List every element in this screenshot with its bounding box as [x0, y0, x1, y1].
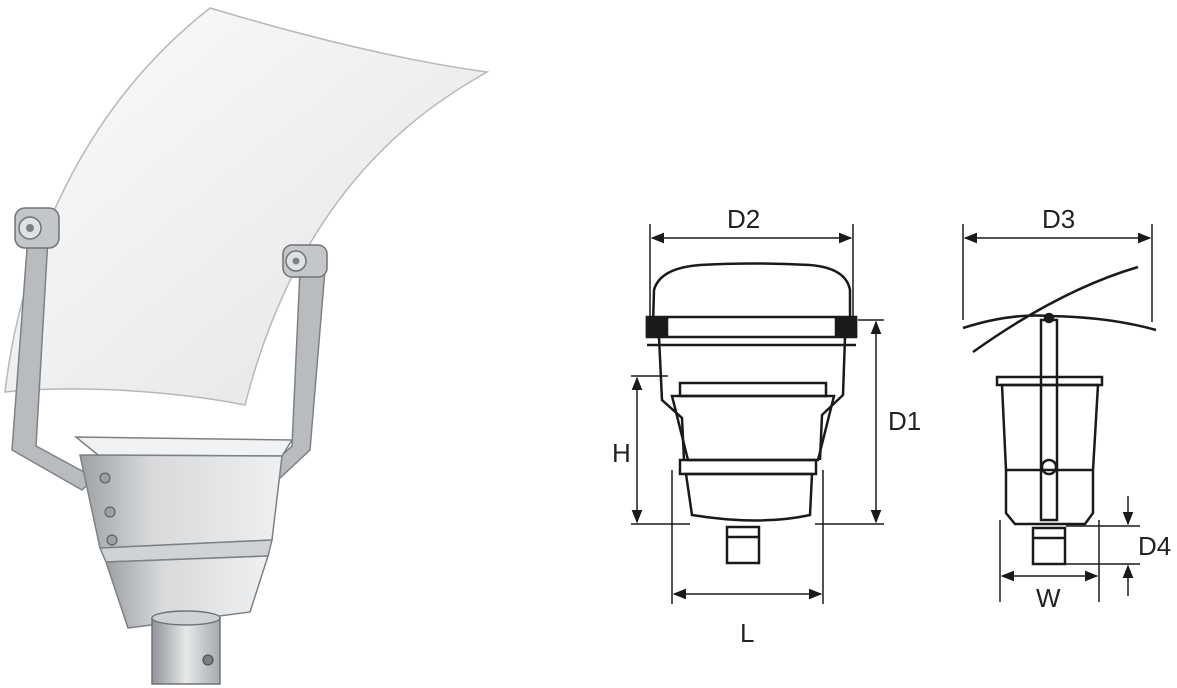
lamp-lower-housing	[104, 555, 270, 629]
front-dimensions	[631, 224, 884, 604]
front-spigot	[725, 525, 761, 565]
screw-2	[104, 506, 116, 518]
label-d4: D4	[1138, 531, 1171, 561]
label-d2: D2	[727, 204, 760, 234]
side-view	[962, 265, 1157, 566]
front-arm-bar	[645, 315, 858, 339]
side-reflector-curve	[962, 314, 1157, 332]
right-pivot-knob	[282, 244, 328, 278]
side-center-pole	[1039, 318, 1059, 522]
front-view	[645, 262, 858, 565]
pipe-set-screw	[202, 654, 214, 666]
front-lower-body	[684, 472, 814, 522]
screw-3	[106, 534, 118, 546]
label-d1: D1	[888, 406, 921, 436]
lamp-head-body	[79, 454, 283, 549]
label-d3: D3	[1042, 204, 1075, 234]
label-h: H	[612, 438, 631, 468]
front-reflector-shade	[651, 262, 852, 326]
label-l: L	[740, 618, 754, 648]
reflector-panel	[4, 7, 490, 406]
lamp-render	[4, 7, 490, 685]
lamp-head-lid	[73, 436, 294, 457]
left-pivot-knob	[14, 207, 60, 249]
side-body	[1000, 383, 1100, 526]
screw-1	[99, 472, 111, 484]
side-dimensions	[962, 224, 1153, 602]
front-band	[678, 458, 818, 476]
mounting-pipe	[151, 617, 221, 685]
side-spigot	[1031, 526, 1067, 566]
label-w: W	[1036, 583, 1061, 613]
front-upper-cap	[678, 381, 828, 398]
